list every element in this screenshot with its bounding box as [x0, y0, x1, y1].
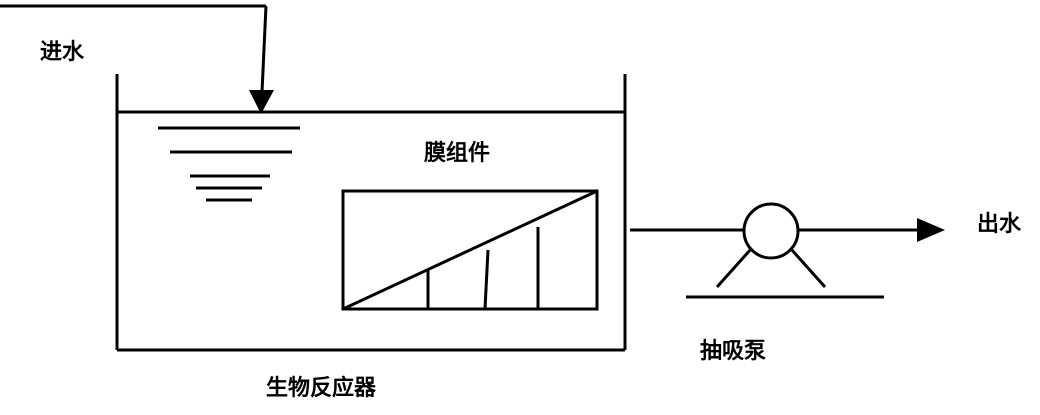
membrane-module-label: 膜组件 — [424, 141, 491, 166]
bioreactor-label: 生物反应器 — [266, 376, 377, 401]
inlet-label: 进水 — [40, 40, 85, 65]
pump-base — [686, 247, 884, 299]
bioreactor-tank — [115, 74, 627, 352]
outlet-arrowhead — [917, 218, 945, 242]
outlet-label: 出水 — [977, 212, 1022, 237]
suction-pump-label: 抽吸泵 — [700, 339, 767, 364]
suction-pump-icon — [742, 202, 800, 260]
water-level-symbol — [158, 126, 300, 202]
inlet-arrowhead — [249, 90, 274, 114]
inlet-pipe — [0, 4, 268, 93]
membrane-module — [341, 189, 599, 311]
